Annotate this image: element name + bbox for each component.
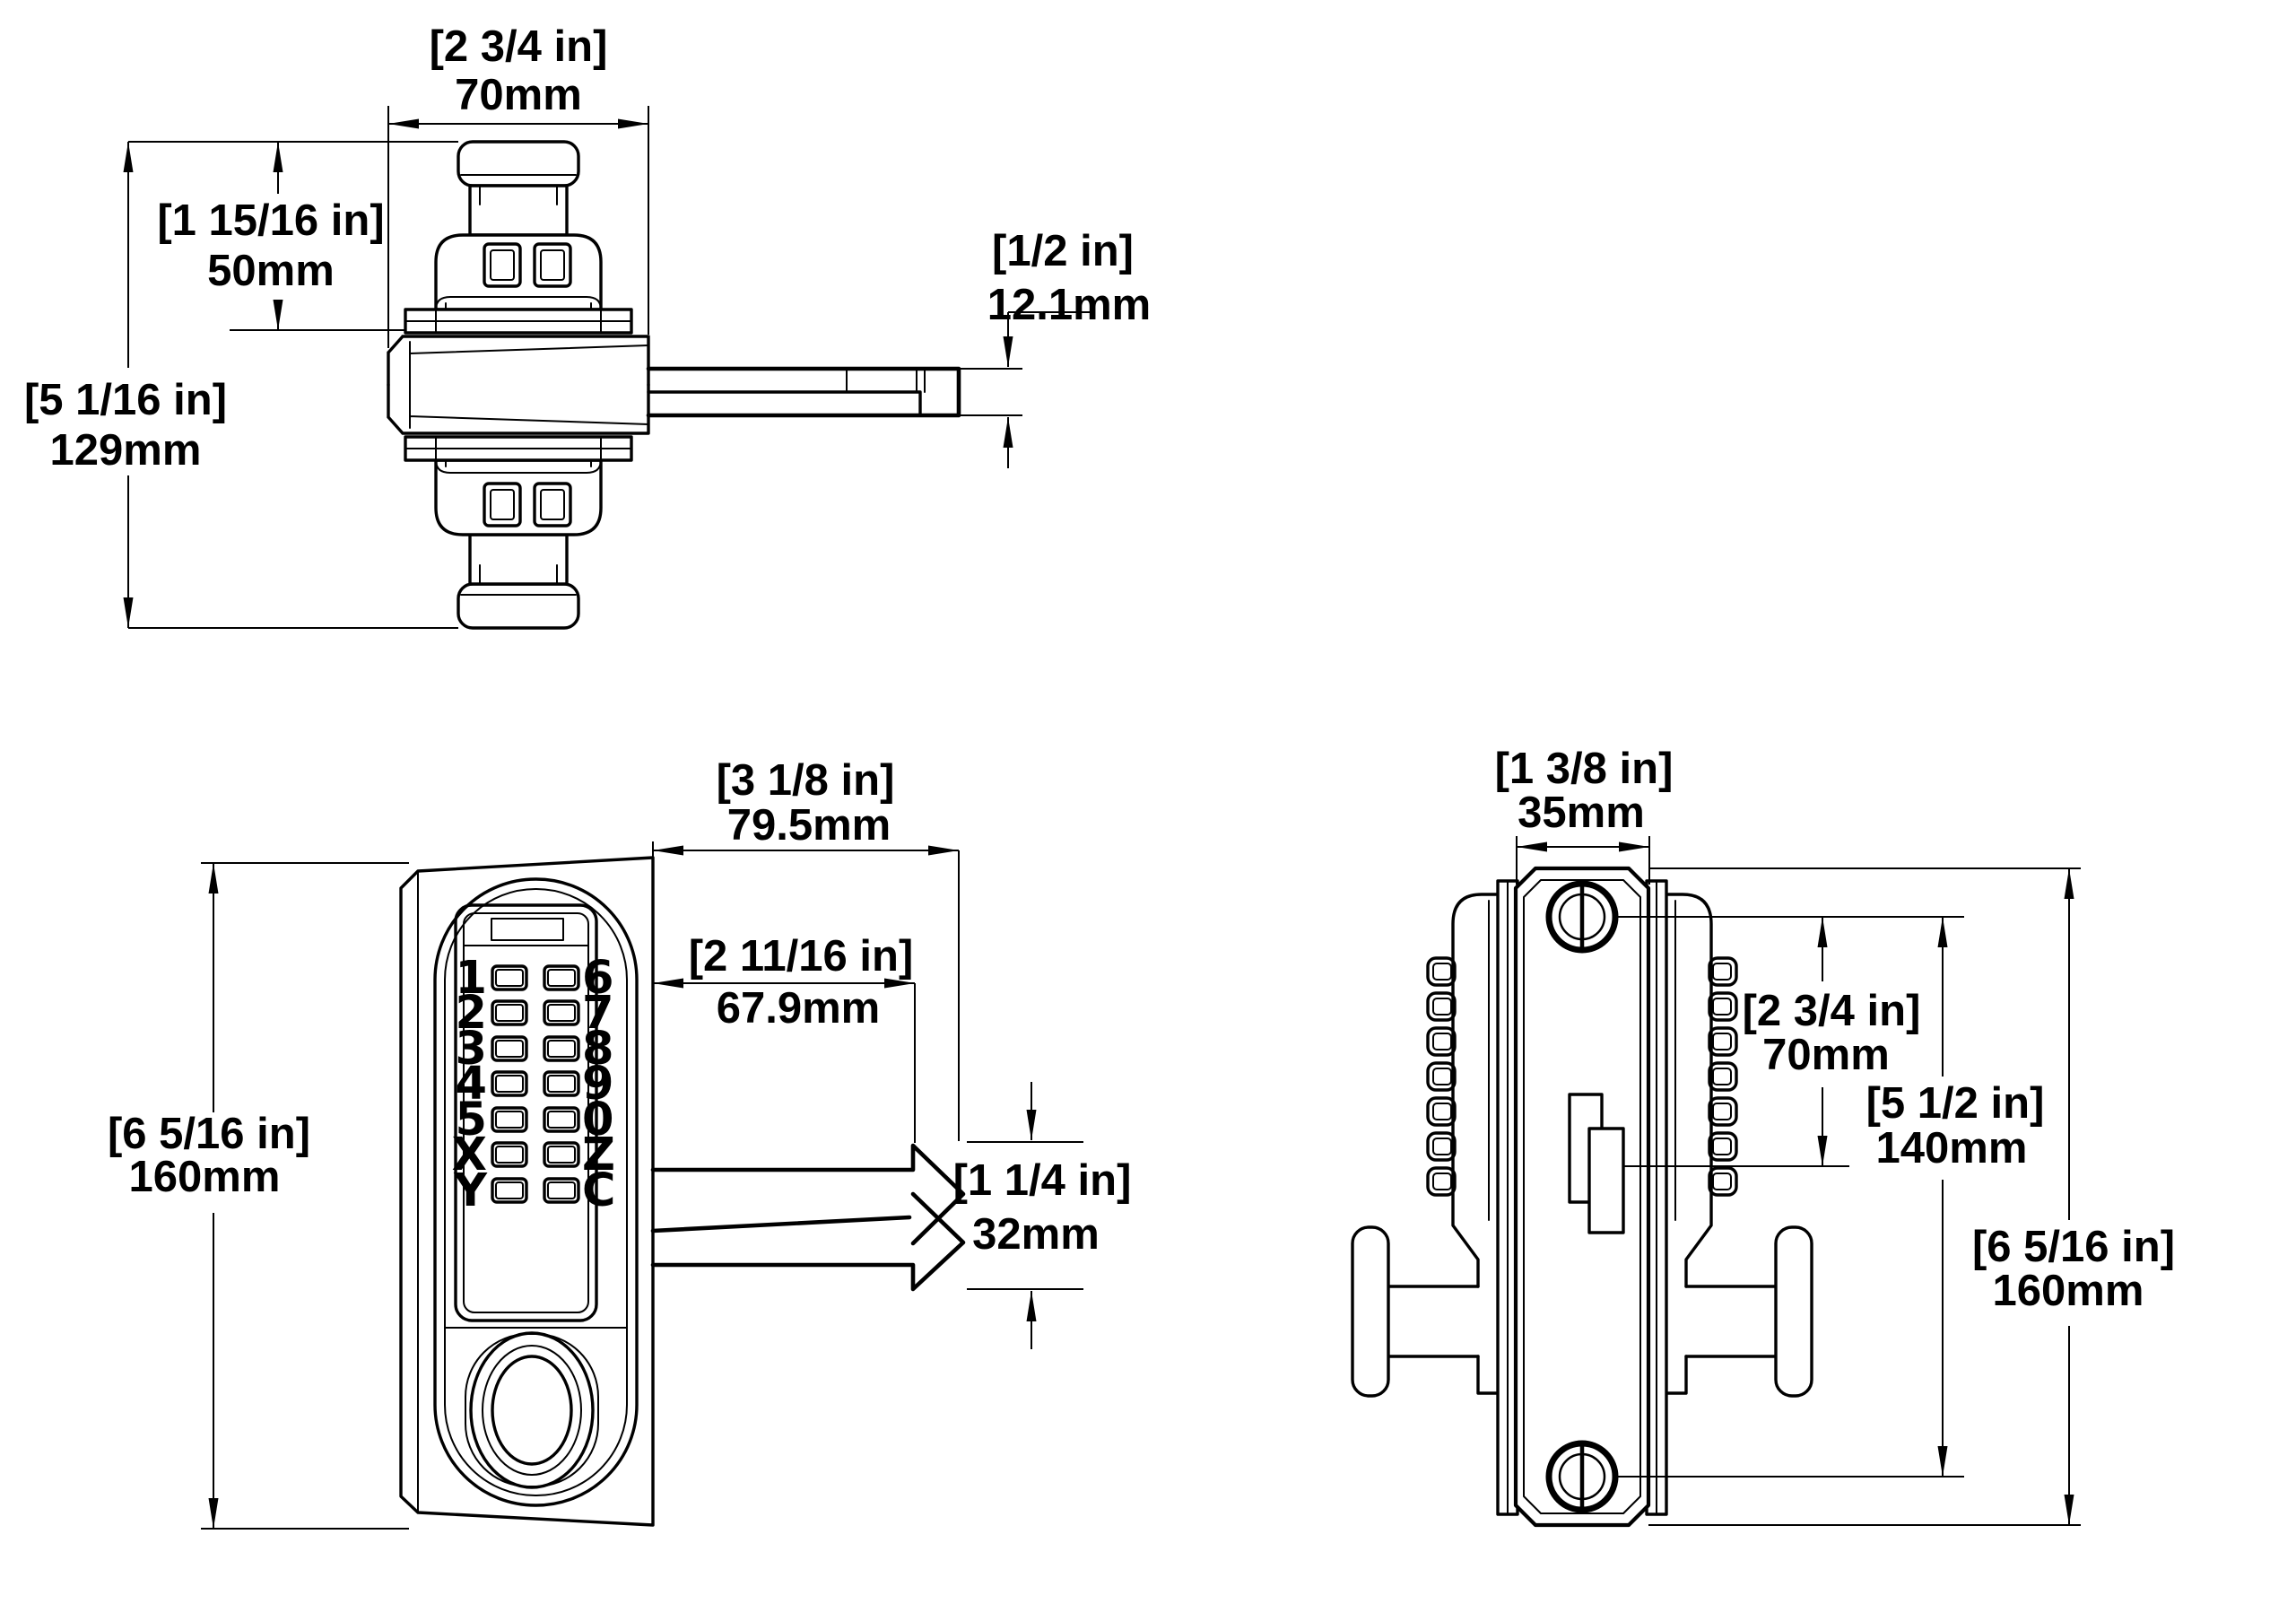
knob-neck-plan (468, 184, 569, 237)
keypad-buttons (491, 964, 580, 1204)
top-view: [2 3/4 in] 70mm [1 15/16 in] 50mm [5 1/1… (24, 22, 1151, 630)
key-button (543, 1106, 580, 1133)
button-bump-plan (483, 242, 522, 288)
dim-label: [3 1/8 in] (717, 756, 895, 805)
keypad-labels: 1 2 3 4 5 X Y 6 7 8 9 0 Z C (452, 952, 616, 1217)
dim-side-plate-width: [1 3/8 in] 35mm (1495, 745, 1674, 885)
keypad-top-window (491, 918, 564, 941)
housing-side (1351, 893, 1498, 1398)
dim-label: [6 5/16 in] (1972, 1223, 2175, 1271)
top-view-half (387, 140, 650, 387)
dim-front-height: [6 5/16 in] 160mm (108, 862, 409, 1530)
dim-label: [1 15/16 in] (157, 196, 384, 245)
key-button (491, 1106, 528, 1133)
dim-label: 32mm (972, 1210, 1100, 1259)
latch-slider-side (1568, 1093, 1625, 1234)
keypad-housing-plan (434, 233, 603, 311)
dim-label: 12.1mm (987, 281, 1152, 329)
dim-label: 140mm (1876, 1124, 2028, 1172)
key-button (543, 999, 580, 1026)
key-button (543, 1177, 580, 1204)
dim-label: 50mm (207, 247, 335, 295)
key-button (491, 1177, 528, 1204)
dim-label: [5 1/2 in] (1866, 1079, 2045, 1128)
dim-label: [2 11/16 in] (689, 932, 914, 981)
key-label: Z (582, 1129, 615, 1181)
key-label: 1 (456, 952, 488, 1005)
key-button (543, 1141, 580, 1168)
key-label: 3 (456, 1023, 488, 1076)
knob-front (444, 1327, 628, 1489)
key-label: 0 (582, 1094, 614, 1146)
side-view: [1 3/8 in] 35mm [2 3/4 in] 70mm [5 1/2 i… (1351, 745, 2175, 1528)
dim-label: 70mm (455, 71, 582, 119)
screw-bottom (1545, 1440, 1619, 1513)
dim-label: [1 3/8 in] (1495, 745, 1674, 793)
key-label: 2 (456, 987, 488, 1040)
dim-top-width: [2 3/4 in] 70mm (387, 22, 649, 348)
dim-label: 70mm (1762, 1031, 1890, 1079)
key-label: 4 (456, 1058, 488, 1111)
latch-bolt-plan (646, 366, 961, 418)
dim-front-bolt-throw: [2 11/16 in] 67.9mm (653, 932, 916, 1143)
dim-side-screw-to-latch: [2 3/4 in] 70mm (1743, 917, 1921, 1166)
dim-front-bolt-head: [1 1/4 in] 32mm (953, 1082, 1132, 1349)
key-label: 5 (456, 1094, 488, 1146)
gate-frame-channel-plan (387, 335, 650, 387)
lock-housing-front (433, 877, 639, 1507)
key-label: C (582, 1164, 615, 1217)
keypad-plate (454, 903, 598, 1322)
dim-side-height: [6 5/16 in] 160mm (1972, 868, 2175, 1525)
key-button (491, 999, 528, 1026)
key-button (491, 1141, 528, 1168)
key-button (491, 964, 528, 991)
dim-top-bolt-thickness: [1/2 in] 12.1mm (959, 227, 1151, 468)
dim-front-bolt-reach: [3 1/8 in] 79.5mm (652, 756, 960, 1141)
key-label: X (452, 1129, 487, 1181)
dim-label: 79.5mm (727, 801, 891, 850)
dim-label: 35mm (1518, 789, 1645, 837)
key-button (543, 1035, 580, 1062)
dim-label: 160mm (1993, 1267, 2144, 1315)
key-button (491, 1070, 528, 1097)
side-buttons (1426, 956, 1457, 1197)
dim-label: [1 1/4 in] (953, 1156, 1132, 1205)
key-label: 6 (582, 952, 614, 1005)
key-label: 9 (582, 1058, 614, 1111)
dim-label: 160mm (129, 1153, 281, 1201)
dim-label: 129mm (50, 426, 202, 475)
key-button (543, 1070, 580, 1097)
dim-label: 67.9mm (717, 984, 881, 1033)
screw-top (1545, 880, 1619, 954)
latch-bolt-front (650, 1143, 966, 1292)
key-button (491, 1035, 528, 1062)
dim-label: [2 3/4 in] (1743, 987, 1921, 1035)
dim-label: [5 1/16 in] (24, 376, 227, 424)
dim-top-overall-height: [5 1/16 in] 129mm (24, 142, 458, 629)
knob-cap-plan (457, 140, 580, 187)
dim-label: [1/2 in] (992, 227, 1134, 275)
front-view: 1 2 3 4 5 X Y 6 7 8 9 0 Z C (108, 756, 1132, 1530)
dim-side-screw-spacing: [5 1/2 in] 140mm (1866, 917, 2045, 1477)
key-label: Y (453, 1164, 488, 1217)
key-label: 7 (582, 987, 614, 1040)
dim-label: [2 3/4 in] (430, 22, 608, 71)
dim-label: [6 5/16 in] (108, 1110, 310, 1158)
side-view-half (1351, 879, 1519, 1516)
key-label: 8 (582, 1023, 614, 1076)
dim-top-knob-height: [1 15/16 in] 50mm (128, 141, 458, 331)
knob-side (1351, 1225, 1390, 1398)
button-bump-plan (533, 242, 572, 288)
key-button (543, 964, 580, 991)
side-reference-lines (1617, 867, 2081, 1526)
